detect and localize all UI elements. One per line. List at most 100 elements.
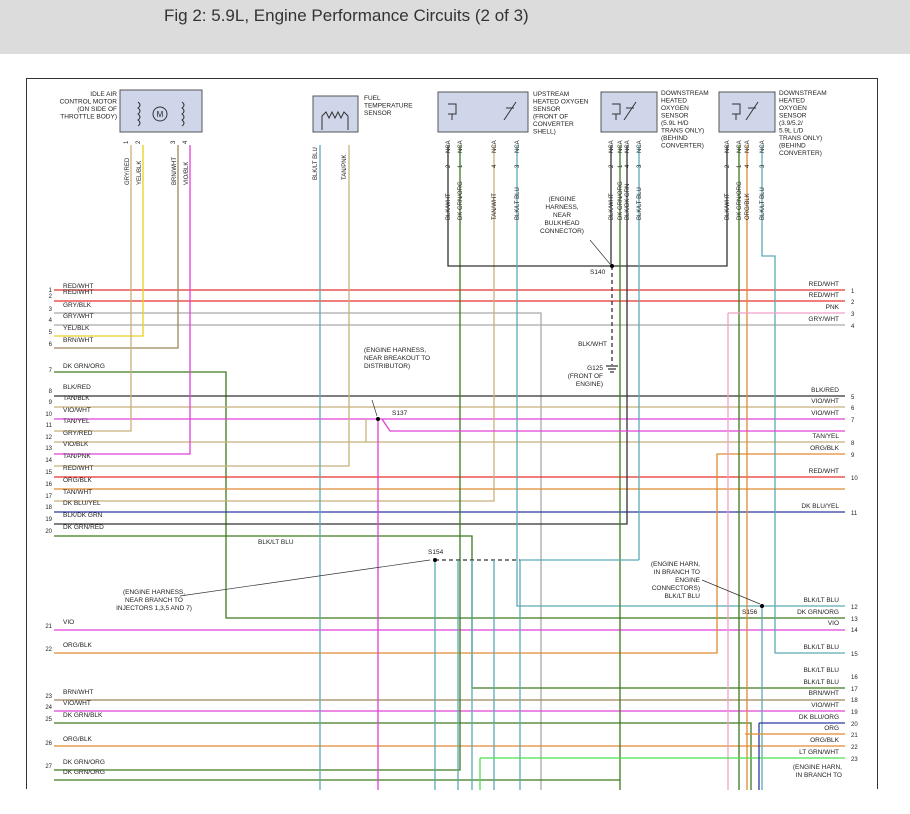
downstream-o2-a-label: DOWNSTREAM: [661, 90, 709, 97]
splice-s140: [610, 264, 614, 268]
g125-label: ENGINE): [576, 381, 603, 388]
downstream-o2-b-pin: 4: [745, 164, 751, 168]
right-row-label: PNK: [826, 304, 840, 311]
upstream-o2-pin: 1: [458, 164, 464, 168]
downstream-o2-b-label: 5.9L L/D: [779, 128, 804, 135]
upstream-o2-label: CONVERTER: [533, 121, 574, 128]
downstream-o2-a-nca: NCA: [609, 140, 615, 153]
heater-icon: [448, 103, 457, 120]
iac-pin: 4: [183, 140, 189, 144]
left-row-number: 3: [49, 307, 53, 313]
left-row-label: DK GRN/RED: [63, 524, 104, 531]
upstream-o2-label: (FRONT OF: [533, 114, 568, 121]
wire-vio-blk: [54, 145, 191, 455]
g125-label: (FRONT OF: [568, 373, 603, 380]
iac-wire-label: GRY/RED: [125, 157, 131, 185]
wire-vio-wht-s137-branch: [381, 418, 845, 432]
iac-label: CONTROL MOTOR: [60, 99, 118, 106]
right-row-number: 14: [851, 628, 858, 634]
s156-note: IN BRANCH TO: [654, 569, 700, 576]
downstream-o2-a-label: TRANS ONLY): [661, 128, 704, 135]
left-row-number: 8: [49, 389, 53, 395]
downstream-o2-a-wire-label: BLK/WHT: [609, 193, 615, 220]
downstream-o2-b-pin: 1: [737, 164, 743, 168]
s137-note: NEAR BREAKOUT TO: [364, 355, 430, 362]
leader-line: [589, 239, 611, 265]
right-row-label: BLK/RED: [811, 387, 839, 394]
downstream-o2-b-wire-label: ORG/BLK: [745, 193, 751, 220]
left-row-label: VIO: [63, 619, 74, 626]
wires-layer: [54, 145, 845, 790]
motor-icon-label: M: [157, 110, 164, 119]
right-row-number: 10: [851, 476, 858, 482]
left-row-label: DK GRN/ORG: [63, 363, 105, 370]
fuel-sensor-label: TEMPERATURE: [364, 103, 413, 110]
right-row-number: 11: [851, 511, 858, 517]
right-row-label: VIO/WHT: [811, 702, 839, 709]
downstream-o2-b-nca: NCA: [760, 140, 766, 153]
left-row-number: 15: [45, 470, 52, 476]
header-bar: Fig 2: 5.9L, Engine Performance Circuits…: [0, 0, 910, 54]
right-row-number: 1: [851, 289, 855, 295]
downstream-o2-a-wire-label: BLK/DK GRN: [625, 184, 631, 220]
fuel-sensor-label: SENSOR: [364, 110, 392, 117]
left-row-label: TAN/YEL: [63, 418, 90, 425]
fuel-sensor-label: FUEL: [364, 95, 381, 102]
left-row-label: GRY/BLK: [63, 302, 92, 309]
sensor-element-icon: [503, 101, 517, 121]
downstream-o2-b-label: OXYGEN: [779, 105, 807, 112]
sensor-element-icon: [745, 101, 759, 121]
left-row-number: 9: [49, 400, 53, 406]
right-row-number: 16: [851, 675, 858, 681]
downstream-o2-a-pin: 1: [618, 164, 624, 168]
upstream-o2-label: SHELL): [533, 129, 556, 136]
labels-layer: 1RED/WHT2RED/WHT3GRY/BLK4GRY/WHT5YEL/BLK…: [45, 90, 858, 779]
downstream-o2-a-nca: NCA: [637, 140, 643, 153]
left-row-label: TAN/WHT: [63, 489, 92, 496]
s140-note: NEAR: [553, 212, 571, 219]
s140-note: BULKHEAD: [544, 220, 579, 227]
right-row-label: TAN/YEL: [812, 433, 839, 440]
upstream-o2-pin: 2: [446, 164, 452, 168]
upstream-o2-wire-label: DK GRN/ORG: [458, 181, 464, 220]
left-row-label: ORG/BLK: [63, 736, 93, 743]
left-row-label: RED/WHT: [63, 289, 93, 296]
wire-label-blk-lt-blu: BLK/LT BLU: [258, 539, 294, 546]
right-row-number: 19: [851, 710, 858, 716]
s154-note: INJECTORS 1,3,5 AND 7): [116, 605, 192, 612]
right-row-number: 4: [851, 324, 855, 330]
wire-yel-blk: [54, 145, 144, 337]
left-row-label: DK GRN/BLK: [63, 712, 103, 719]
downstream-o2-b-box: [718, 91, 776, 133]
left-row-label: BRN/WHT: [63, 337, 93, 344]
coil-icon: [137, 101, 141, 127]
left-row-number: 21: [45, 624, 52, 630]
left-row-number: 26: [45, 741, 52, 747]
right-row-label: RED/WHT: [809, 468, 839, 475]
left-row-label: RED/WHT: [63, 283, 93, 290]
downstream-o2-b-wire-label: BLK/LT BLU: [760, 187, 766, 220]
upstream-o2-pin: 4: [492, 164, 498, 168]
left-row-number: 12: [45, 435, 52, 441]
right-row-label: BLK/LT BLU: [803, 667, 839, 674]
wire-dk-grn-org: [54, 371, 845, 619]
right-row-label: DK GRN/ORG: [797, 609, 839, 616]
leader-line: [179, 559, 431, 597]
right-row-number: 21: [851, 733, 858, 739]
downstream-o2-b-label: HEATED: [779, 98, 805, 105]
splice-s137: [376, 417, 380, 421]
s156-label: S156: [742, 609, 758, 616]
thermistor-icon: [321, 110, 349, 130]
upstream-o2-label: SENSOR: [533, 106, 561, 113]
upstream-o2-pin: 3: [515, 164, 521, 168]
s137-note: DISTRIBUTOR): [364, 363, 410, 370]
left-row-label: TAN/PNK: [63, 453, 91, 460]
right-row-label: BLK/LT BLU: [803, 597, 839, 604]
ground-wire-label: BLK/WHT: [578, 341, 607, 348]
right-row-label: RED/WHT: [809, 281, 839, 288]
downstream-o2-a-label: SENSOR: [661, 113, 689, 120]
left-row-label: GRY/WHT: [63, 313, 94, 320]
right-row-number: 9: [851, 453, 855, 459]
right-row-number: 5: [851, 395, 855, 401]
